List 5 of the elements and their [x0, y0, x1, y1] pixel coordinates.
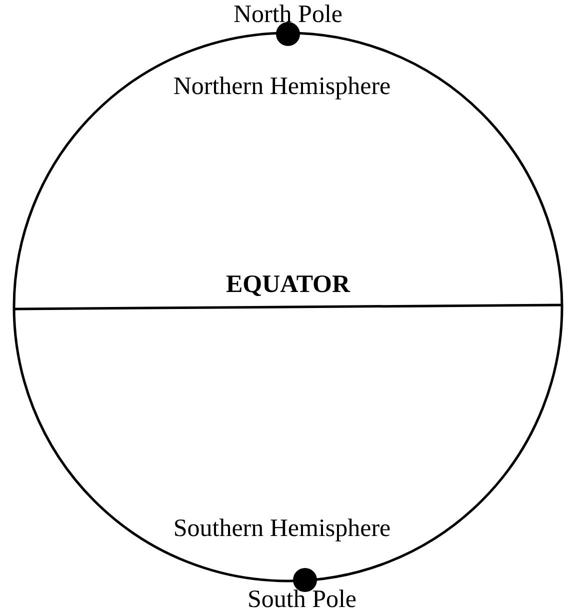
pole-label: North Pole — [233, 2, 343, 27]
pole-label: South Pole — [247, 587, 357, 612]
hemisphere-label: Northern Hemisphere — [173, 74, 391, 99]
equator-label: EQUATOR — [226, 272, 350, 297]
hemisphere-label: Southern Hemisphere — [173, 516, 391, 541]
